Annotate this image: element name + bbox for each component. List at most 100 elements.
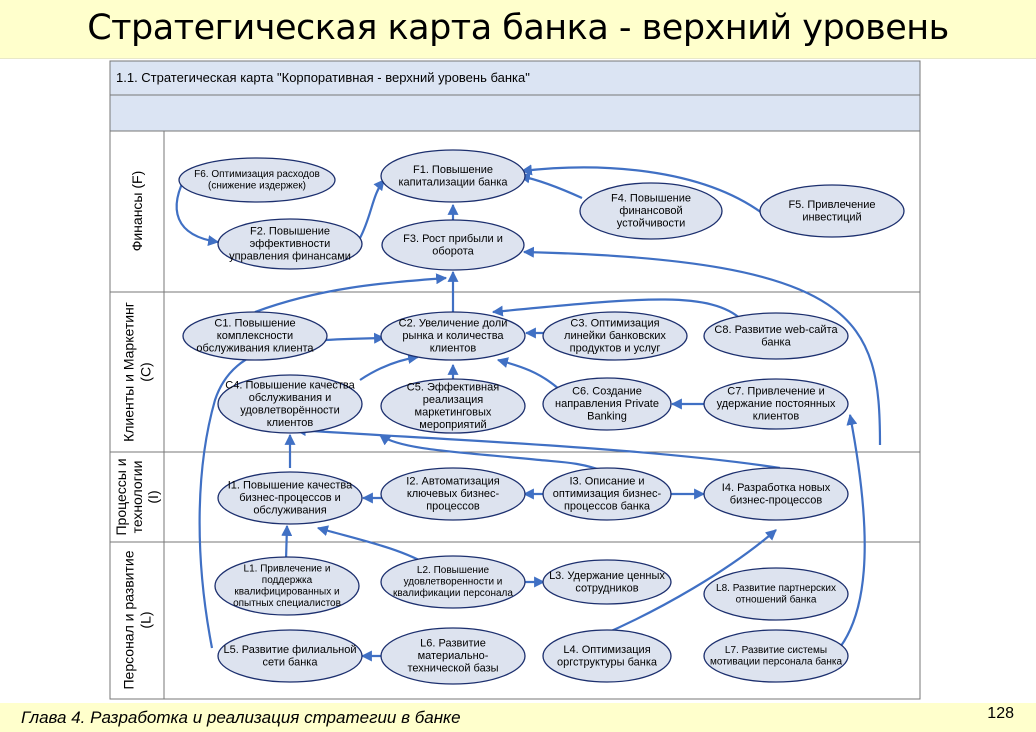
node-l7-label: L7. Развитие системы	[725, 645, 827, 656]
node-c4-label: обслуживания и	[249, 392, 332, 404]
node-l3-label: L3. Удержание ценных	[549, 570, 665, 582]
node-c2-label: клиентов	[430, 343, 477, 355]
node-l6-shape	[380, 627, 526, 685]
node-l5-label: сети банка	[263, 656, 319, 668]
node-l3-shape	[542, 559, 672, 605]
node-i4-label: бизнес-процессов	[730, 494, 823, 506]
node-l3-label: сотрудников	[575, 582, 638, 594]
node-f6-label: (снижение издержек)	[208, 180, 306, 191]
node-l5-label: L5. Развитие филиальной	[223, 644, 356, 656]
node-c5-shape	[380, 378, 526, 434]
node-l2-label: удовлетворенности и	[404, 577, 503, 588]
node-c3-label: C3. Оптимизация	[570, 318, 659, 330]
node-c5-label: маркетинговых	[415, 406, 492, 418]
arrow-c8-c2	[491, 298, 743, 321]
node-f2-label: управления финансами	[229, 251, 351, 263]
node-i1-label: обслуживания	[253, 505, 326, 517]
node-f3-shape	[381, 219, 525, 271]
arrow-f2-f1	[359, 179, 385, 239]
node-c4-label: удовлетворённости	[240, 404, 340, 416]
arrow-i4-c4	[294, 425, 781, 470]
node-c3-label: линейки банковских	[564, 330, 666, 342]
arrow-i4-f3	[522, 246, 882, 446]
node-f3-label: F3. Рост прибыли и	[403, 233, 503, 245]
node-i2-label: ключевых бизнес-	[407, 488, 500, 500]
node-l4-shape	[542, 629, 672, 683]
map-subheader-row	[109, 94, 921, 132]
node-i2-shape	[380, 467, 526, 521]
node-l5-shape	[217, 629, 363, 683]
node-f5-label: инвестиций	[802, 211, 861, 223]
node-c4-shape	[217, 374, 363, 434]
node-f4-label: устойчивости	[617, 218, 685, 230]
node-c5-label: реализация	[423, 394, 484, 406]
node-c5-label: мероприятий	[419, 419, 486, 431]
node-l1-label: L1. Привлечение и	[244, 563, 331, 574]
node-i4-shape	[703, 467, 849, 521]
node-i4-label: I4. Разработка новых	[722, 482, 831, 494]
node-f4-shape	[579, 182, 723, 240]
node-c1-label: комплексности	[217, 330, 293, 342]
node-f6-shape	[178, 157, 336, 203]
map-header-row	[109, 60, 921, 96]
node-i3-shape	[542, 467, 672, 521]
node-f2-label: F2. Повышение	[250, 226, 330, 238]
lane-label-l-line-2: (L)	[138, 611, 154, 628]
node-f1-shape	[380, 149, 526, 203]
node-l1-label: квалифицированных и	[234, 585, 339, 597]
node-c6-label: Banking	[587, 411, 627, 423]
node-l2-label: L2. Повышение	[417, 565, 490, 576]
lane-label-i-line-2: технологии	[129, 461, 145, 534]
node-l6-label: технической базы	[407, 663, 498, 675]
node-c6-label: направления Private	[555, 398, 659, 410]
arrow-i3-c5	[379, 434, 607, 474]
node-i1-label: бизнес-процессов и	[239, 492, 341, 504]
node-c7-label: удержание постоянных	[717, 398, 836, 410]
node-c2-label: рынка и количества	[402, 330, 504, 342]
node-c4-label: клиентов	[267, 417, 314, 429]
slide-title-band: Стратегическая карта банка - верхний уро…	[0, 0, 1036, 59]
node-c7-shape	[703, 378, 849, 430]
node-l1-label: поддержка	[262, 575, 313, 586]
lane-label-l-line-1: Персонал и развитие	[121, 550, 137, 689]
node-c1-label: C1. Повышение	[214, 318, 295, 330]
node-i3-label: I3. Описание и	[569, 476, 644, 488]
node-f6: F6. Оптимизация расходов(снижение издерж…	[178, 157, 336, 203]
footer-band: Глава 4. Разработка и реализация стратег…	[0, 703, 1036, 732]
node-c1-shape	[182, 311, 328, 361]
node-f2-shape	[217, 218, 363, 270]
node-c5-label: C5. Эффективная	[407, 381, 499, 393]
node-c8-label: C8. Развитие web-сайта	[714, 324, 838, 336]
node-i1-label: I1. Повышение качества	[228, 480, 353, 492]
node-l6-label: материально-	[418, 650, 489, 662]
node-i3-label: процессов банка	[564, 501, 651, 513]
node-f6-label: F6. Оптимизация расходов	[194, 169, 320, 180]
map-header: 1.1. Стратегическая карта "Корпоративная…	[116, 70, 530, 85]
node-c3-shape	[542, 311, 688, 361]
node-c8-label: банка	[761, 336, 791, 348]
node-c5: C5. Эффективнаяреализациямаркетинговыхме…	[380, 378, 526, 434]
lane-label-f-line-1: Финансы (F)	[129, 171, 145, 252]
node-l4-label: оргструктуры банка	[557, 656, 658, 668]
slide-title: Стратегическая карта банка - верхний уро…	[87, 8, 949, 48]
node-f4-label: F4. Повышение	[611, 193, 691, 205]
node-l1-shape	[214, 556, 360, 616]
node-c8-shape	[703, 312, 849, 360]
